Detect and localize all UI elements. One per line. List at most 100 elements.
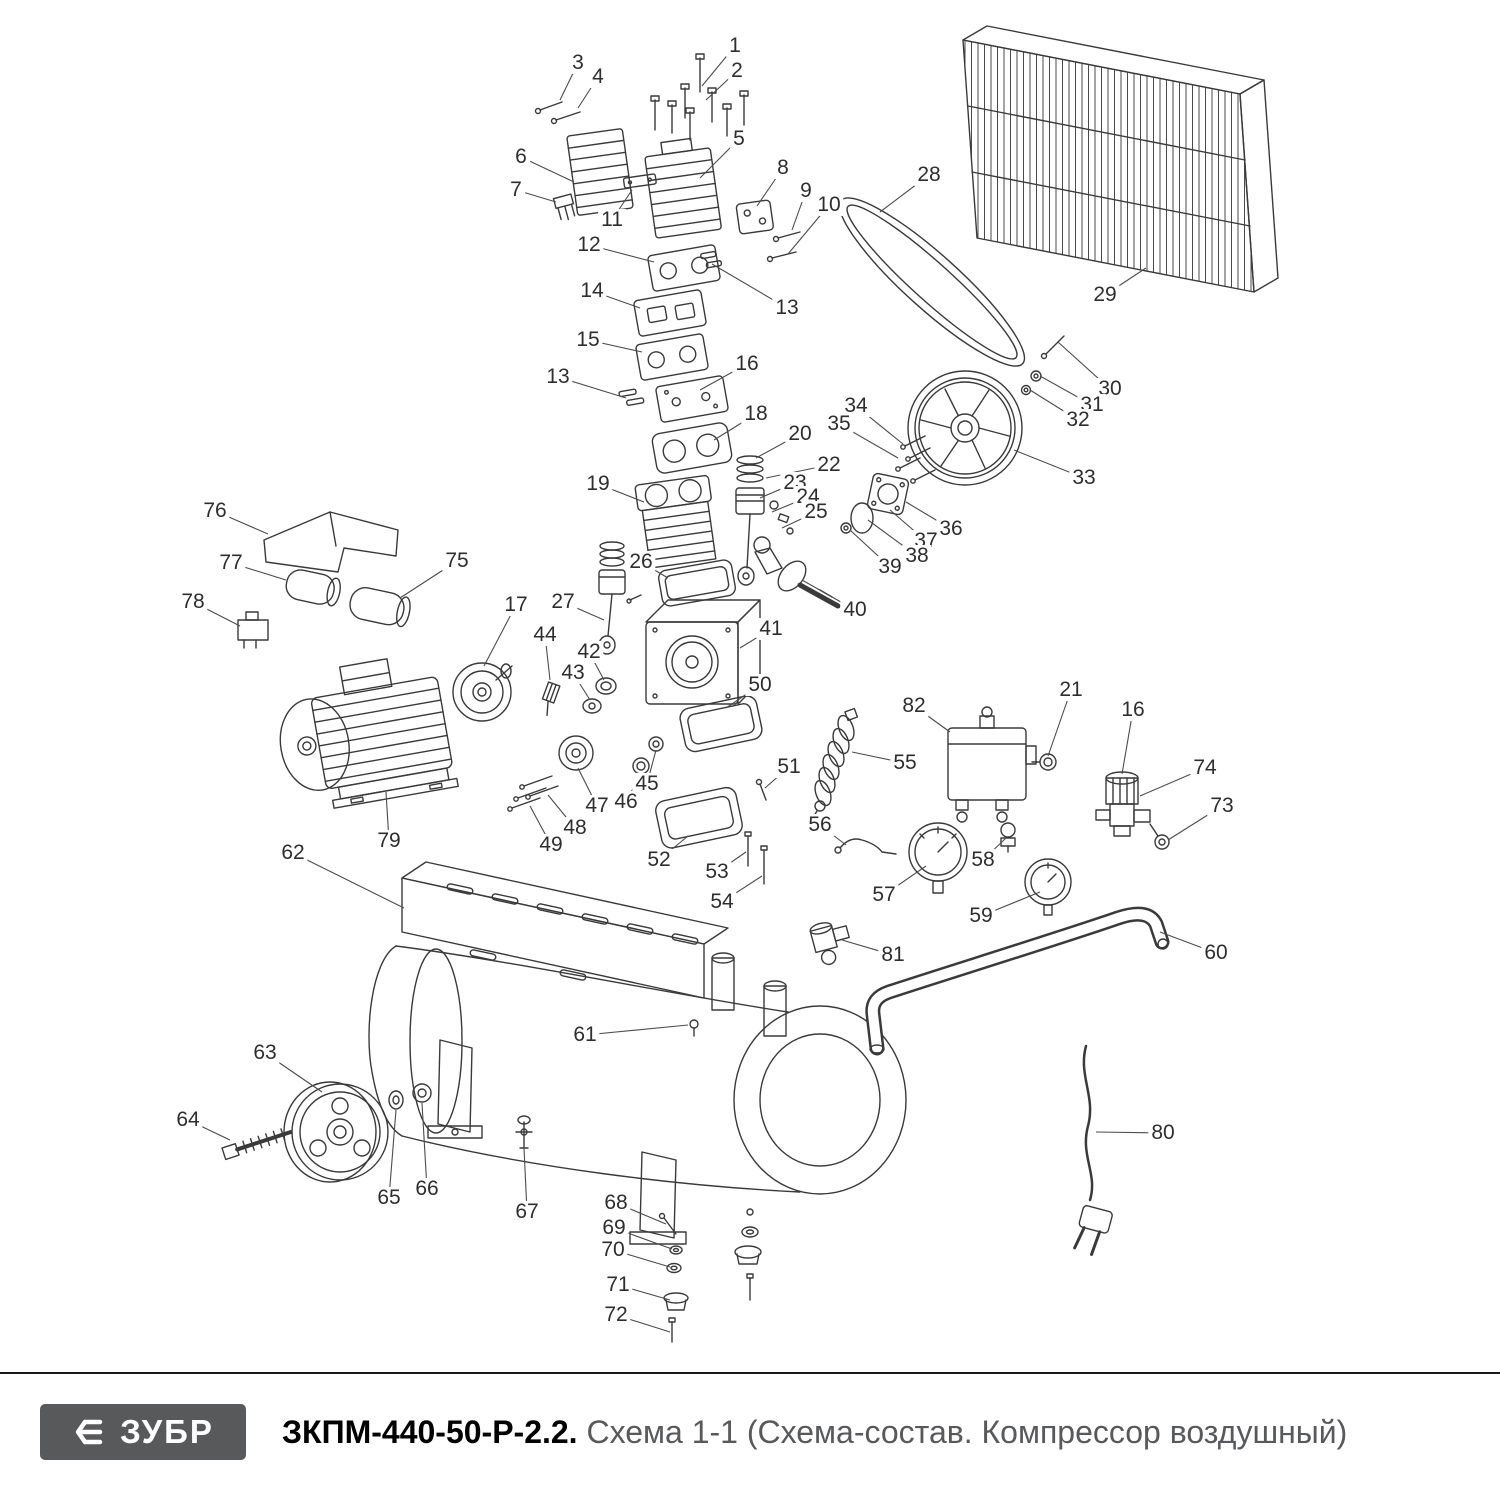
part-label-19: 19 bbox=[583, 472, 613, 496]
part-label-13: 13 bbox=[772, 296, 802, 320]
part-label-27: 27 bbox=[548, 590, 578, 614]
part-label-82: 82 bbox=[899, 694, 929, 718]
part-label-69: 69 bbox=[599, 1216, 629, 1240]
flywheel bbox=[907, 370, 1023, 486]
part-label-79: 79 bbox=[374, 829, 404, 853]
pressure-switch bbox=[947, 706, 1037, 823]
washer-65 bbox=[388, 1090, 404, 1110]
pressure-gauge-small bbox=[1024, 858, 1072, 916]
bracket-8 bbox=[735, 199, 774, 235]
part-label-54: 54 bbox=[707, 890, 737, 914]
pressure-regulator bbox=[1095, 771, 1151, 837]
part-label-65: 65 bbox=[374, 1186, 404, 1210]
part-label-16: 16 bbox=[1118, 698, 1148, 722]
axle-bolt-64 bbox=[221, 1128, 293, 1161]
seal-39 bbox=[840, 522, 852, 534]
part-label-33: 33 bbox=[1069, 466, 1099, 490]
capacitor-77 bbox=[285, 569, 341, 607]
part-label-77: 77 bbox=[216, 551, 246, 575]
part-label-58: 58 bbox=[968, 848, 998, 872]
piston-assembly-right bbox=[735, 455, 794, 586]
part-label-70: 70 bbox=[598, 1238, 628, 1262]
reed-strips-13a bbox=[700, 250, 723, 269]
coiled-hose bbox=[810, 707, 859, 822]
plate-12 bbox=[647, 244, 721, 292]
part-label-81: 81 bbox=[878, 943, 908, 967]
tube-56 bbox=[834, 838, 897, 855]
schematic-title: ЗКПМ-440-50-Р-2.2. Схема 1-1 (Схема-сост… bbox=[282, 1414, 1347, 1451]
part-label-21: 21 bbox=[1056, 678, 1086, 702]
bolts-48-49 bbox=[507, 775, 559, 812]
electric-motor bbox=[279, 658, 459, 809]
part-label-32: 32 bbox=[1063, 408, 1093, 432]
part-label-9: 9 bbox=[797, 179, 815, 203]
part-label-5: 5 bbox=[730, 127, 748, 151]
part-label-2: 2 bbox=[728, 59, 746, 83]
part-label-78: 78 bbox=[178, 590, 208, 614]
part-label-59: 59 bbox=[966, 904, 996, 928]
piston-assembly-left bbox=[598, 541, 642, 655]
part-label-67: 67 bbox=[512, 1200, 542, 1224]
model-number: ЗКПМ-440-50-Р-2.2. bbox=[282, 1413, 578, 1450]
brand-name: ЗУБР bbox=[120, 1413, 214, 1450]
part-label-10: 10 bbox=[814, 193, 844, 217]
cover-plate-76 bbox=[263, 511, 399, 573]
part-label-41: 41 bbox=[756, 617, 786, 641]
drain-valve-67 bbox=[515, 1115, 533, 1149]
part-label-34: 34 bbox=[841, 394, 871, 418]
part-label-51: 51 bbox=[774, 755, 804, 779]
part-label-73: 73 bbox=[1207, 794, 1237, 818]
part-label-1: 1 bbox=[726, 34, 744, 58]
part-label-57: 57 bbox=[869, 883, 899, 907]
part-label-42: 42 bbox=[574, 640, 604, 664]
zubr-logo-icon bbox=[75, 1419, 103, 1445]
part-label-76: 76 bbox=[200, 499, 230, 523]
part-label-49: 49 bbox=[536, 833, 566, 857]
part-label-18: 18 bbox=[741, 402, 771, 426]
brand-logo: ЗУБР bbox=[40, 1404, 246, 1460]
bolts-34-35 bbox=[895, 435, 936, 484]
bearing-plate-36 bbox=[866, 472, 910, 516]
part-label-28: 28 bbox=[914, 163, 944, 187]
part-label-45: 45 bbox=[632, 772, 662, 796]
studs-51-53-54 bbox=[744, 778, 768, 885]
fitting-21 bbox=[1031, 753, 1057, 771]
part-label-53: 53 bbox=[702, 860, 732, 884]
part-label-55: 55 bbox=[890, 751, 920, 775]
part-label-36: 36 bbox=[936, 517, 966, 541]
fitting-58 bbox=[1000, 822, 1016, 853]
part-label-62: 62 bbox=[278, 841, 308, 865]
part-label-63: 63 bbox=[250, 1041, 280, 1065]
reed-strips-13b bbox=[618, 388, 645, 406]
breather-44 bbox=[541, 681, 561, 717]
part-label-7: 7 bbox=[507, 178, 525, 202]
handle bbox=[865, 906, 1170, 1056]
part-label-26: 26 bbox=[626, 550, 656, 574]
belt-guard-grille bbox=[962, 25, 1279, 293]
cylinder-19 bbox=[634, 474, 717, 569]
fitting-7 bbox=[552, 193, 576, 221]
head-gasket-18 bbox=[651, 422, 733, 474]
foot-hardware-center bbox=[734, 1208, 762, 1301]
bolts-3-4 bbox=[534, 101, 581, 125]
valve-plate-16 bbox=[655, 375, 729, 423]
cylinder-head-large bbox=[644, 137, 722, 239]
part-label-48: 48 bbox=[560, 816, 590, 840]
fitting-73 bbox=[1149, 823, 1170, 850]
part-label-3: 3 bbox=[569, 51, 587, 75]
part-label-74: 74 bbox=[1190, 756, 1220, 780]
gasket-50 bbox=[679, 695, 763, 753]
valve-reed-11 bbox=[622, 173, 657, 189]
part-label-47: 47 bbox=[582, 794, 612, 818]
part-label-71: 71 bbox=[603, 1273, 633, 1297]
relay-78 bbox=[237, 611, 269, 649]
gasket-52 bbox=[655, 786, 743, 849]
pressure-gauge-large bbox=[908, 822, 968, 894]
part-label-14: 14 bbox=[577, 279, 607, 303]
part-label-50: 50 bbox=[745, 673, 775, 697]
part-label-25: 25 bbox=[801, 500, 831, 524]
part-label-66: 66 bbox=[412, 1177, 442, 1201]
part-label-80: 80 bbox=[1148, 1121, 1178, 1145]
part-label-8: 8 bbox=[774, 156, 792, 180]
